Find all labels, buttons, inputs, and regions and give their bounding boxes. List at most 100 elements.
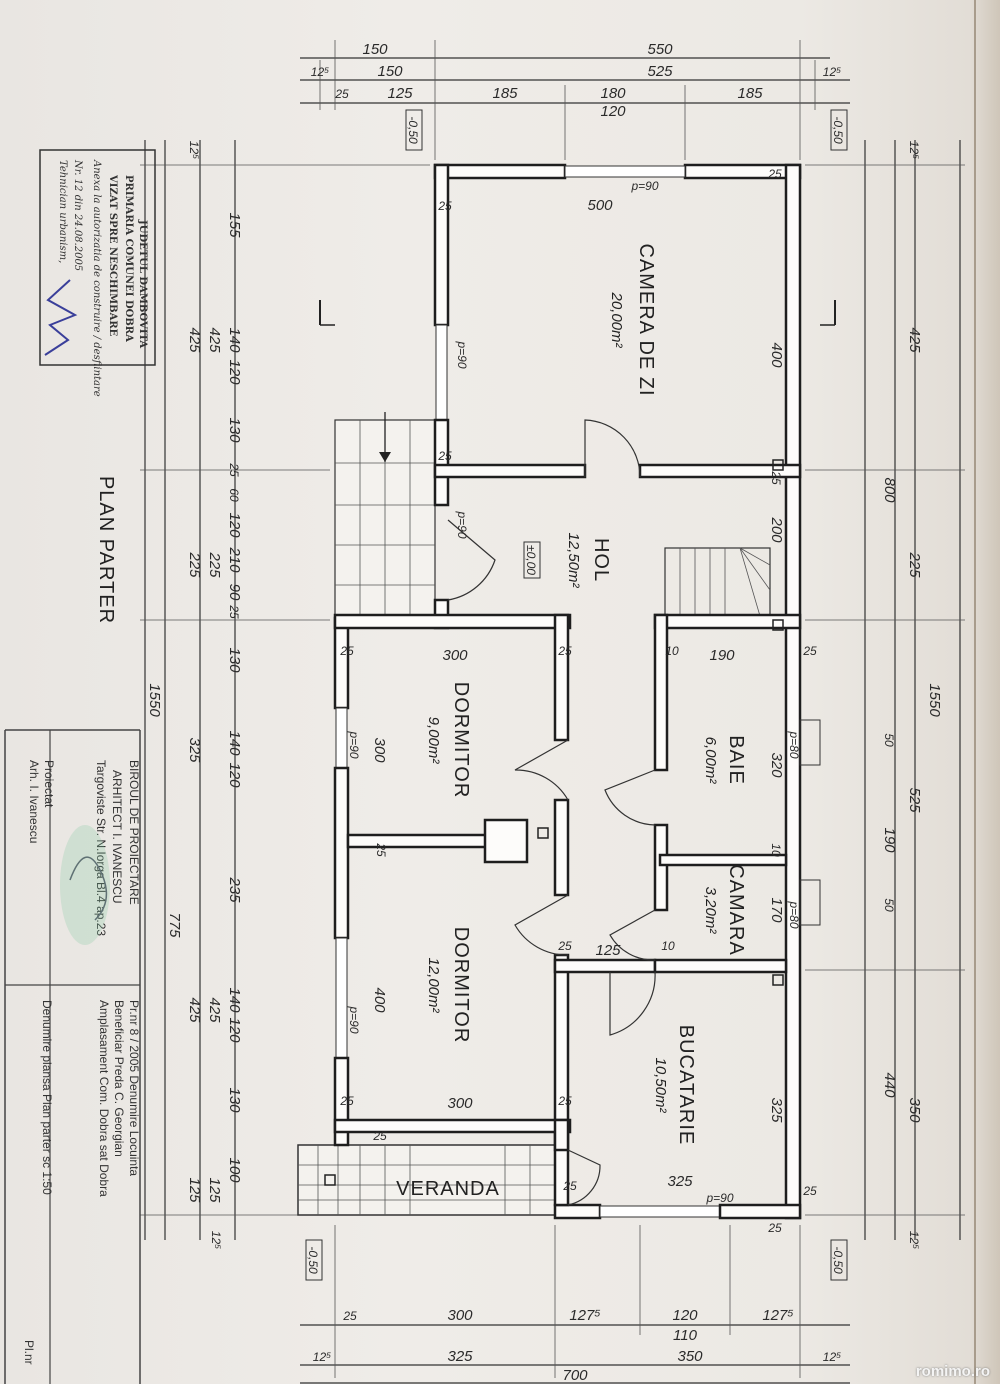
room-name: DORMITOR	[450, 682, 472, 799]
room-area: 9,00m²	[425, 717, 442, 765]
svg-text:25: 25	[437, 199, 452, 213]
svg-text:BIROUL DE PROIECTARE: BIROUL DE PROIECTARE	[127, 760, 141, 905]
dimensions-bottom: 25 300 127⁵ 120 110 127⁵ 12⁵ 325 350 12⁵…	[313, 1307, 841, 1384]
window	[335, 707, 348, 769]
svg-text:120: 120	[226, 359, 243, 385]
svg-text:140: 140	[226, 987, 243, 1013]
dimension-lines	[140, 40, 965, 1384]
svg-text:25: 25	[557, 644, 572, 658]
svg-text:350: 350	[906, 1097, 923, 1123]
svg-text:300: 300	[447, 1095, 473, 1112]
room-name: BUCATARIE	[675, 1025, 697, 1146]
svg-text:325: 325	[447, 1348, 473, 1365]
svg-text:325: 325	[768, 1097, 785, 1123]
room-area: 6,00m²	[702, 737, 719, 785]
svg-text:110: 110	[673, 1327, 698, 1344]
svg-text:JUDETUL DAMBOVITA: JUDETUL DAMBOVITA	[137, 219, 148, 348]
room-baie: BAIE 6,00m²	[702, 735, 747, 785]
walls	[333, 163, 802, 1220]
approval-stamp: JUDETUL DAMBOVITA PRIMARIA COMUNEI DOBRA…	[39, 149, 156, 397]
svg-text:50: 50	[882, 733, 896, 747]
svg-text:140: 140	[226, 327, 243, 353]
svg-text:p=80: p=80	[787, 900, 801, 928]
svg-text:500: 500	[587, 197, 613, 214]
svg-text:Pl.nr: Pl.nr	[22, 1340, 36, 1365]
svg-text:425: 425	[206, 327, 223, 353]
svg-text:300: 300	[447, 1307, 473, 1324]
svg-text:125: 125	[387, 85, 413, 102]
stamp-mark	[60, 825, 110, 945]
svg-text:350: 350	[677, 1348, 703, 1365]
svg-text:Pr.nr 8 / 2005 Denumire Locui: Pr.nr 8 / 2005 Denumire Locuinta	[127, 1000, 141, 1176]
interior-stairs	[664, 547, 771, 617]
svg-text:25: 25	[437, 449, 452, 463]
svg-text:12⁵: 12⁵	[907, 1231, 921, 1249]
svg-text:400: 400	[768, 342, 785, 368]
room-veranda: VERANDA	[396, 1178, 500, 1200]
svg-text:p=90: p=90	[630, 179, 658, 193]
svg-text:25: 25	[767, 167, 782, 181]
level-marks: ±0,00 -0,50 -0,50 -0,50 -0,50	[305, 109, 848, 1281]
svg-text:ARHITECT I. IVANESCU: ARHITECT I. IVANESCU	[110, 770, 124, 904]
signature	[69, 856, 108, 921]
room-camara: CAMARA 3,20m²	[702, 864, 747, 956]
svg-text:700: 700	[562, 1367, 588, 1384]
room-hol: HOL 12,50m²	[565, 532, 612, 588]
svg-text:25: 25	[557, 939, 572, 953]
svg-text:Nr. 12 din 24.08.2005: Nr. 12 din 24.08.2005	[72, 159, 83, 271]
svg-text:12⁵: 12⁵	[907, 141, 921, 159]
room-area: 10,50m²	[652, 1057, 669, 1113]
svg-text:120: 120	[672, 1307, 698, 1324]
svg-text:120: 120	[600, 103, 626, 120]
svg-text:150: 150	[362, 41, 388, 58]
svg-text:p=90: p=90	[347, 1005, 361, 1033]
svg-text:300: 300	[371, 737, 388, 763]
svg-text:425: 425	[906, 327, 923, 353]
svg-text:320: 320	[768, 752, 785, 778]
svg-text:155: 155	[226, 212, 243, 238]
level-ground: -0,50	[306, 1246, 320, 1274]
svg-text:25: 25	[227, 462, 241, 477]
svg-text:800: 800	[881, 477, 898, 503]
svg-text:10: 10	[661, 939, 675, 953]
svg-text:225: 225	[906, 551, 923, 578]
level-ground: -0,50	[831, 116, 845, 144]
level-ground: -0,50	[406, 116, 420, 144]
svg-text:125: 125	[595, 942, 621, 959]
svg-text:p=90: p=90	[455, 340, 469, 368]
svg-text:12⁵: 12⁵	[187, 141, 201, 159]
svg-text:525: 525	[647, 63, 673, 80]
svg-text:25: 25	[769, 470, 783, 485]
watermark: romimo.ro	[915, 1363, 990, 1380]
svg-text:127⁵: 127⁵	[569, 1307, 600, 1324]
room-area: 12,00m²	[425, 957, 442, 1013]
svg-text:120: 120	[226, 512, 243, 538]
svg-text:25: 25	[334, 87, 349, 101]
dimensions-top: 150 550 12⁵ 150 525 12⁵ 25 125 185 180 1…	[311, 41, 841, 120]
svg-text:Proiectat: Proiectat	[42, 760, 56, 808]
window	[599, 1205, 721, 1218]
svg-text:425: 425	[186, 327, 203, 353]
svg-text:25: 25	[372, 1129, 387, 1143]
room-name: CAMARA	[725, 864, 747, 956]
svg-text:185: 185	[737, 85, 763, 102]
dimensions-right: 12⁵ 425 800 225 1550 525 190 50 50 440 3…	[881, 141, 943, 1249]
svg-text:100: 100	[226, 1157, 243, 1183]
svg-text:Denumire plansa Plan parter: Denumire plansa Plan parter sc 1:50	[40, 1000, 54, 1195]
svg-text:225: 225	[206, 551, 223, 578]
svg-text:550: 550	[647, 41, 673, 58]
svg-text:25: 25	[227, 604, 241, 619]
room-name: BAIE	[725, 735, 747, 785]
dimensions-left: 12⁵ 155 425 140 120 425 130 25 60 120 22…	[146, 141, 243, 1249]
svg-text:12⁵: 12⁵	[823, 65, 841, 79]
svg-text:190: 190	[881, 827, 898, 853]
svg-text:120: 120	[226, 1017, 243, 1043]
svg-text:425: 425	[206, 997, 223, 1023]
svg-text:Beneficiar Preda C. Georgian: Beneficiar Preda C. Georgian	[112, 1000, 126, 1157]
svg-text:125: 125	[206, 1177, 223, 1203]
svg-text:p=90: p=90	[455, 510, 469, 538]
room-name: DORMITOR	[450, 927, 472, 1044]
svg-text:25: 25	[339, 1094, 354, 1108]
room-name: HOL	[590, 538, 612, 582]
svg-text:12⁵: 12⁵	[311, 65, 329, 79]
